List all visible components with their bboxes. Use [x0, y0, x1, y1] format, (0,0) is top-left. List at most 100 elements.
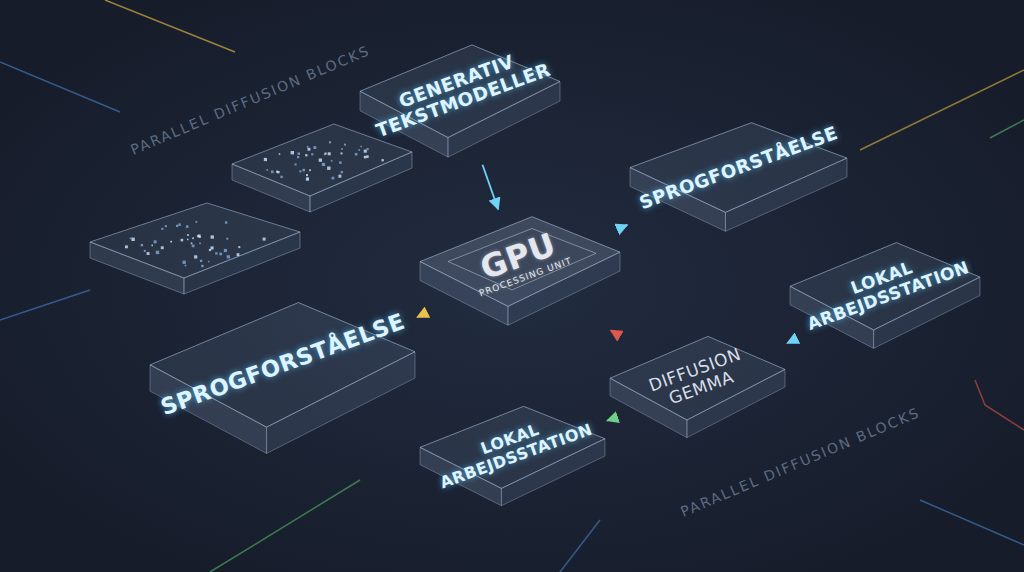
particle: [225, 221, 227, 223]
particle: [187, 239, 189, 241]
particle: [360, 146, 362, 148]
particle: [187, 234, 189, 236]
particle: [181, 239, 184, 242]
particle: [186, 225, 189, 228]
particle: [327, 167, 330, 170]
deco-line: [105, 0, 235, 52]
particle: [151, 245, 153, 247]
particle: [322, 163, 325, 166]
particle: [299, 170, 301, 172]
particle: [366, 155, 369, 158]
particle: [192, 245, 195, 248]
particle: [154, 240, 157, 243]
particle: [302, 169, 305, 172]
deco-line: [990, 120, 1024, 138]
model-tile: SPROGFORSTÅELSE: [630, 118, 847, 236]
particle: [238, 246, 240, 248]
particle: [125, 245, 128, 248]
particle: [305, 154, 307, 156]
particle: [198, 235, 201, 238]
particle: [295, 163, 297, 165]
data-flow-arrow: [611, 330, 613, 331]
particle: [313, 146, 316, 149]
section-label: PARALLEL DIFFUSION BLOCKS: [128, 42, 372, 158]
deco-line: [920, 500, 1024, 545]
particle: [306, 177, 309, 180]
data-flow-arrow: [786, 342, 788, 344]
particle: [192, 237, 194, 239]
particle: [280, 176, 282, 178]
workstation-tile: LOKAL ARBEJDSSTATION: [420, 402, 605, 510]
particle: [237, 253, 240, 256]
particle: [263, 238, 266, 241]
gpu-chip: GPUPROCESSING UNIT: [420, 212, 620, 330]
particle: [355, 153, 358, 156]
particle: [306, 178, 309, 181]
particle: [319, 159, 322, 162]
particle: [227, 255, 230, 258]
data-flow-arrow: [483, 165, 499, 209]
particle: [226, 238, 228, 240]
particle: [279, 153, 281, 155]
particle: [358, 149, 360, 151]
particle: [364, 150, 367, 153]
particle: [191, 243, 193, 245]
particle: [165, 225, 167, 227]
particle: [309, 169, 311, 171]
diffusion-tile: DIFFUSION GEMMA: [610, 332, 785, 442]
particle: [141, 244, 143, 246]
particle: [328, 152, 331, 155]
particle: [331, 160, 333, 162]
particle: [224, 249, 227, 252]
particle: [341, 171, 343, 173]
particle: [130, 238, 132, 240]
particle: [183, 261, 186, 264]
deco-line: [560, 520, 600, 572]
particle: [311, 153, 313, 155]
particle: [297, 156, 299, 158]
particle: [176, 225, 178, 227]
particle: [178, 223, 181, 226]
workstation-tile: LOKAL ARBEJDSSTATION: [790, 238, 980, 353]
particle: [170, 241, 172, 243]
particle: [308, 148, 311, 151]
particle: [194, 255, 197, 258]
particle: [298, 152, 301, 155]
particle: [131, 238, 134, 241]
particle: [144, 250, 146, 252]
particle: [161, 228, 163, 230]
particle: [364, 156, 367, 159]
particle: [195, 221, 197, 223]
deco-line: [210, 480, 360, 572]
particle: [201, 265, 203, 267]
particle: [307, 146, 309, 148]
particle: [329, 141, 331, 143]
particle: [276, 171, 278, 173]
particle: [219, 253, 222, 256]
particle: [266, 169, 268, 171]
particle: [367, 148, 369, 150]
particle: [211, 235, 214, 238]
model-tile: SPROGFORSTÅELSE: [150, 296, 415, 460]
particle: [325, 153, 327, 155]
data-particles: [125, 141, 384, 267]
model-tile: GENERATIV TEKSTMODELLER: [360, 40, 560, 162]
particle: [156, 251, 159, 254]
particle: [185, 265, 187, 267]
particle: [271, 171, 274, 174]
deco-line: [0, 290, 90, 320]
particle: [306, 174, 308, 176]
particle: [264, 158, 267, 161]
particle: [208, 261, 210, 263]
particle: [199, 236, 201, 238]
particle: [341, 148, 343, 150]
deco-line: [975, 380, 1024, 430]
particle: [200, 260, 202, 262]
particle: [341, 152, 343, 154]
particle: [291, 151, 294, 154]
particle: [338, 175, 341, 178]
particle: [344, 144, 346, 146]
particle: [339, 161, 342, 164]
